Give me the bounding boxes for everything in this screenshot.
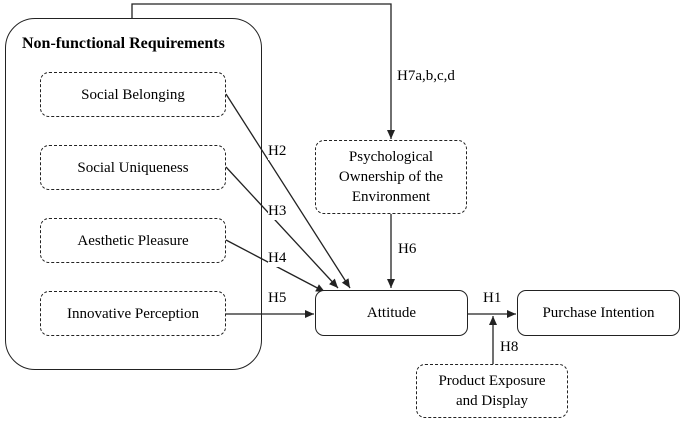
node-social-belonging: Social Belonging bbox=[40, 72, 226, 117]
edge-label-h6: H6 bbox=[398, 241, 417, 258]
edge-label-h8: H8 bbox=[500, 339, 519, 356]
edge-label-h1: H1 bbox=[483, 290, 502, 307]
node-psychological-ownership: Psychological Ownership of the Environme… bbox=[315, 140, 467, 214]
node-product-exposure: Product Exposure and Display bbox=[416, 364, 568, 418]
edge-h2-line bbox=[225, 93, 351, 289]
non-functional-requirements-group bbox=[5, 18, 262, 370]
group-title: Non-functional Requirements bbox=[22, 35, 225, 52]
node-purchase-intention: Purchase Intention bbox=[517, 290, 680, 336]
edge-label-h3: H3 bbox=[268, 203, 287, 220]
edge-label-h4: H4 bbox=[268, 250, 287, 267]
node-attitude: Attitude bbox=[315, 290, 468, 336]
edge-label-h2: H2 bbox=[268, 143, 287, 160]
edge-h7-line bbox=[131, 3, 395, 139]
node-innovative-perception: Innovative Perception bbox=[40, 291, 226, 336]
node-social-uniqueness: Social Uniqueness bbox=[40, 145, 226, 190]
edge-label-h7: H7a,b,c,d bbox=[397, 68, 455, 85]
node-aesthetic-pleasure: Aesthetic Pleasure bbox=[40, 218, 226, 263]
edge-label-h5: H5 bbox=[268, 290, 287, 307]
edge-h3-line bbox=[225, 166, 339, 289]
